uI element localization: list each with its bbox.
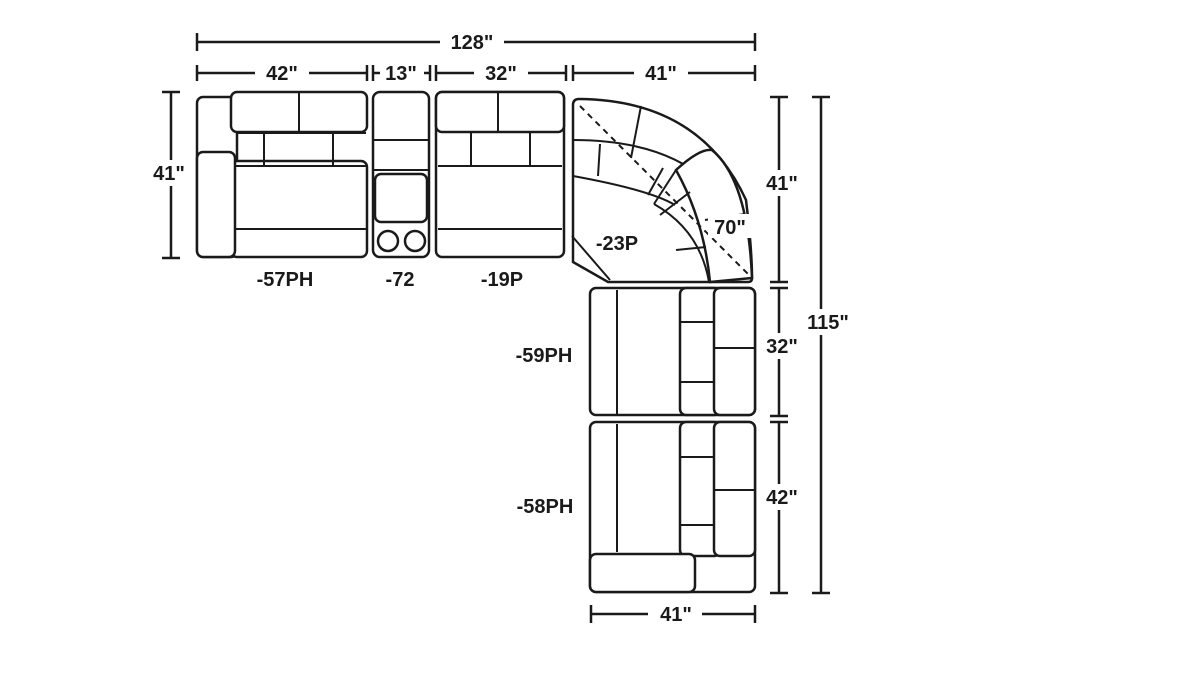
- bottom-width-label: 41": [660, 604, 692, 626]
- piece-labels: -57PH -72 -19P -23P -59PH -58PH: [257, 233, 638, 518]
- piece-72-console: [371, 90, 431, 259]
- cupholder-icon: [403, 229, 427, 253]
- piece-58ph: [588, 420, 757, 594]
- right-58ph-depth-label: 42": [766, 487, 798, 509]
- label-57ph: -57PH: [257, 269, 314, 291]
- dimension-labels: 128" 42" 13" 32" 41" 41" 41" 32" 42" 115…: [144, 28, 856, 627]
- right-wedge-depth-label: 41": [766, 173, 798, 195]
- label-19p: -19P: [481, 269, 523, 291]
- piece-19p: [434, 90, 566, 259]
- seg-19p-width-label: 32": [485, 63, 517, 85]
- wedge-diagonal-label: 70": [714, 217, 746, 239]
- seg-wedge-width-label: 41": [645, 63, 677, 85]
- label-59ph: -59PH: [516, 345, 573, 367]
- right-59ph-depth-label: 32": [766, 336, 798, 358]
- cupholder-icon: [376, 229, 400, 253]
- overall-depth-dimension: [812, 95, 830, 595]
- label-58ph: -58PH: [517, 496, 574, 518]
- seg-57ph-width-label: 42": [266, 63, 298, 85]
- piece-23p-wedge: [571, 97, 754, 284]
- piece-57ph: [195, 90, 369, 259]
- left-depth-label: 41": [153, 163, 185, 185]
- seg-72-width-label: 13": [385, 63, 417, 85]
- piece-59ph: [588, 286, 757, 417]
- overall-width-label: 128": [451, 32, 494, 54]
- label-23p: -23P: [596, 233, 638, 255]
- label-72: -72: [386, 269, 415, 291]
- overall-depth-label: 115": [807, 312, 849, 334]
- sectional-outline: [195, 90, 757, 594]
